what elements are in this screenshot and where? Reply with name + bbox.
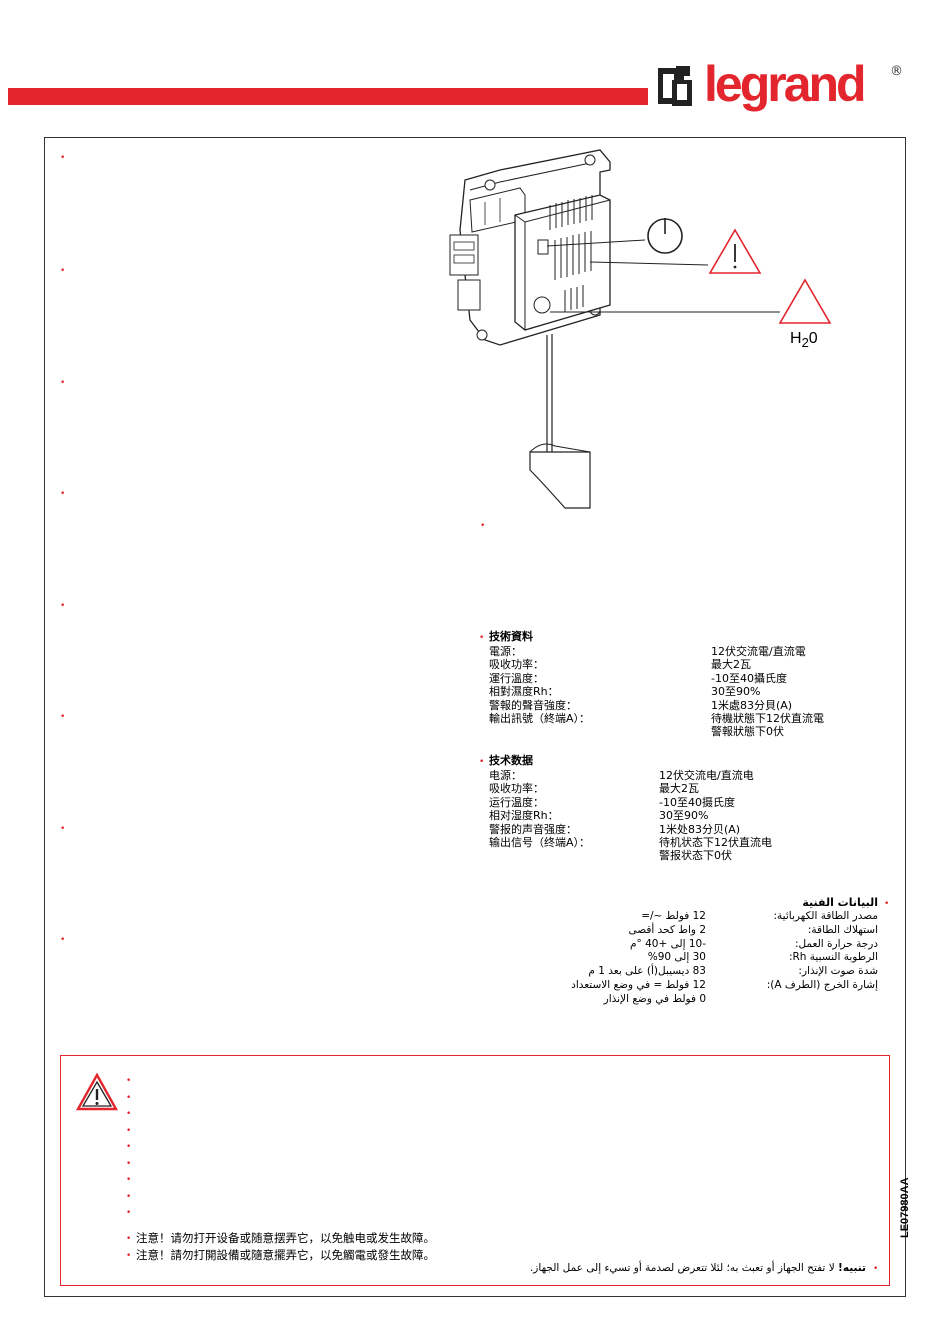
tech-data-value: 警報狀態下0伏 [711, 725, 784, 739]
bullet-marker: • [126, 1234, 132, 1244]
tech-data-value: -10至40摄氏度 [659, 795, 735, 809]
tech-data-label: مصدر الطاقة الكهربائية: [773, 910, 879, 922]
tech-data-value: 2 واط كحد أقصى [628, 923, 706, 936]
tech-data-value: 最大2瓦 [659, 782, 699, 796]
tech-data-value: 最大2瓦 [711, 658, 751, 672]
tech-data-label: 电源： [489, 769, 522, 782]
tech-data-label: 電源： [489, 645, 522, 658]
h2o-label: H20 [790, 330, 818, 351]
bullet-marker: • [126, 1093, 132, 1103]
bullet-marker: • [126, 1126, 132, 1136]
bullet-marker: • [126, 1208, 132, 1218]
bullet-marker: • [126, 1251, 132, 1261]
tech-data-value: 1米处83分贝(A) [659, 822, 741, 836]
tech-data-value: 待機狀態下12伏直流電 [711, 712, 824, 725]
bullet-marker: • [480, 521, 486, 531]
document-code: LE07980AA [899, 1177, 911, 1238]
tech-data-title-traditional: 技術資料 [489, 630, 533, 643]
bullet-marker: • [60, 153, 66, 163]
tech-data-label: الرطوبة النسبية Rh: [788, 951, 878, 964]
warning-box [60, 1055, 890, 1286]
tech-data-label: 吸收功率： [489, 658, 544, 672]
tech-data-label: 吸收功率： [489, 782, 544, 796]
tech-data-value: 待机状态下12伏直流电 [659, 836, 772, 849]
brand-name: legrand [704, 56, 867, 112]
tech-data-value: 12 فولط = في وضع الاستعداد [571, 979, 706, 991]
warning-text-simplified: 注意！请勿打开设备或随意摆弄它，以免触电或发生故障。 [136, 1231, 435, 1245]
bullet-marker: • [60, 601, 66, 611]
power-icon [647, 218, 683, 254]
bullet-marker: • [126, 1175, 132, 1185]
tech-data-value: -10 إلى +40 °م [630, 937, 706, 950]
tech-data-label: 運行溫度： [489, 671, 544, 685]
tech-data-label: 輸出訊號（終端A）： [489, 712, 591, 725]
caution-triangle-icon [75, 1072, 119, 1111]
bullet-marker: • [60, 266, 66, 276]
bullet-marker: • [126, 1109, 132, 1119]
tech-data-value: -10至40攝氏度 [711, 671, 787, 685]
bullet-marker: • [60, 935, 66, 945]
tech-data-value: 83 ديسيبل(أ) على بعد 1 م [588, 965, 706, 978]
warning-text-traditional: 注意！請勿打開設備或隨意擺弄它，以免觸電或發生故障。 [136, 1248, 435, 1262]
tech-data-title-simplified: 技术数据 [489, 754, 533, 767]
tech-data-value: 30至90% [659, 809, 709, 823]
tech-data-value: 警报状态下0伏 [659, 849, 732, 863]
water-triangle-icon [778, 278, 832, 324]
tech-data-label: 警報的聲音強度： [489, 698, 577, 712]
bullet-marker: • [873, 1264, 879, 1274]
tech-data-label: إشارة الخرج (الطرف A): [766, 979, 878, 991]
tech-data-value: 12伏交流電/直流電 [711, 645, 806, 658]
header-red-bar [8, 88, 648, 105]
tech-data-title-arabic: البيانات الفنية [802, 896, 878, 909]
tech-data-label: 相对湿度Rh： [489, 809, 559, 823]
bullet-marker: • [60, 712, 66, 722]
warning-triangle-icon [708, 228, 762, 274]
tech-data-value: 12 فولط ~/= [641, 910, 706, 922]
bullet-marker: • [60, 824, 66, 834]
tech-data-value: 12伏交流电/直流电 [659, 769, 754, 782]
bullet-marker: • [479, 633, 485, 643]
bullet-marker: • [126, 1192, 132, 1202]
tech-data-label: استهلاك الطاقة: [807, 923, 878, 936]
tech-data-label: 相對濕度Rh： [489, 685, 559, 699]
tech-data-value: 1米處83分貝(A) [711, 698, 793, 712]
tech-data-label: درجة حرارة العمل: [794, 937, 878, 950]
bullet-marker: • [60, 489, 66, 499]
registered-mark: ® [890, 64, 903, 79]
bullet-marker: • [60, 378, 66, 388]
tech-data-label: 警报的声音强度： [489, 822, 577, 836]
tech-data-value: 0 فولط في وضع الإنذار [603, 992, 706, 1005]
warning-text-arabic: تنبيه! لا تفتح الجهاز أو تعبث به؛ لئلا ت… [529, 1262, 866, 1274]
tech-data-value: 30 إلى 90% [647, 951, 706, 964]
tech-data-value: 30至90% [711, 685, 761, 699]
bullet-marker: • [126, 1159, 132, 1169]
legrand-logo-mark-icon [658, 66, 692, 106]
tech-data-label: 输出信号（终端A）： [489, 836, 591, 849]
tech-data-label: شدة صوت الإنذار: [798, 965, 878, 978]
bullet-marker: • [479, 757, 485, 767]
product-diagram [449, 149, 832, 509]
bullet-marker: • [884, 899, 890, 909]
tech-data-label: 运行温度： [489, 795, 544, 809]
bullet-marker: • [126, 1076, 132, 1086]
bullet-marker: • [126, 1142, 132, 1152]
content-frame [44, 137, 906, 1297]
